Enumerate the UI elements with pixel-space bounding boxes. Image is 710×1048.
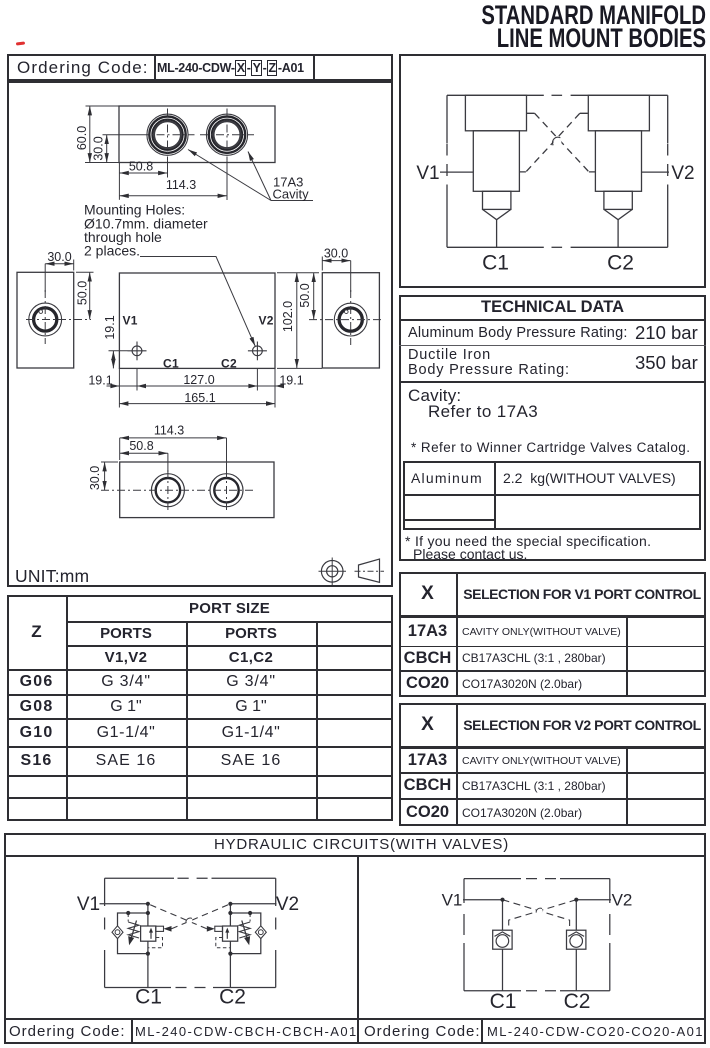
svg-text:19.1: 19.1 (88, 374, 112, 388)
svg-text:30.0: 30.0 (324, 247, 348, 261)
svg-text:V2: V2 (259, 314, 274, 328)
svg-text:C2: C2 (219, 986, 246, 1009)
svg-text:V2: V2 (276, 894, 299, 915)
svg-text:C1: C1 (482, 252, 509, 275)
svg-text:30.0: 30.0 (47, 250, 71, 264)
svg-text:17A3: 17A3 (273, 175, 303, 190)
svg-text:50.8: 50.8 (129, 439, 153, 453)
svg-text:19.1: 19.1 (103, 315, 117, 339)
svg-text:50.0: 50.0 (76, 281, 90, 305)
svg-text:127.0: 127.0 (183, 373, 214, 387)
svg-text:V2: V2 (612, 891, 633, 910)
svg-text:19.1: 19.1 (279, 374, 303, 388)
svg-text:102.0: 102.0 (281, 301, 295, 332)
svg-text:V1: V1 (416, 163, 439, 184)
svg-text:Mounting Holes:: Mounting Holes: (84, 202, 185, 218)
svg-text:165.1: 165.1 (184, 391, 215, 405)
svg-text:V1: V1 (123, 314, 138, 328)
svg-text:2 places.: 2 places. (84, 243, 140, 259)
svg-text:C2: C2 (564, 990, 591, 1013)
svg-text:V1: V1 (77, 894, 100, 915)
svg-text:C1: C1 (135, 986, 162, 1009)
svg-text:C1: C1 (490, 990, 517, 1013)
svg-text:V1: V1 (442, 891, 463, 910)
svg-text:50.0: 50.0 (298, 283, 312, 307)
svg-text:through hole: through hole (84, 229, 162, 245)
svg-text:30.0: 30.0 (88, 466, 102, 490)
svg-text:C2: C2 (607, 252, 634, 275)
svg-text:Cavity: Cavity (273, 187, 310, 202)
svg-text:Ø10.7mm. diameter: Ø10.7mm. diameter (84, 216, 208, 232)
svg-text:114.3: 114.3 (166, 178, 196, 192)
svg-text:50.8: 50.8 (129, 159, 153, 173)
svg-text:60.0: 60.0 (75, 126, 89, 150)
svg-text:114.3: 114.3 (154, 423, 184, 437)
svg-text:30.0: 30.0 (91, 136, 105, 160)
svg-text:C2: C2 (221, 357, 237, 371)
svg-text:V2: V2 (671, 163, 694, 184)
svg-text:C1: C1 (163, 357, 179, 371)
